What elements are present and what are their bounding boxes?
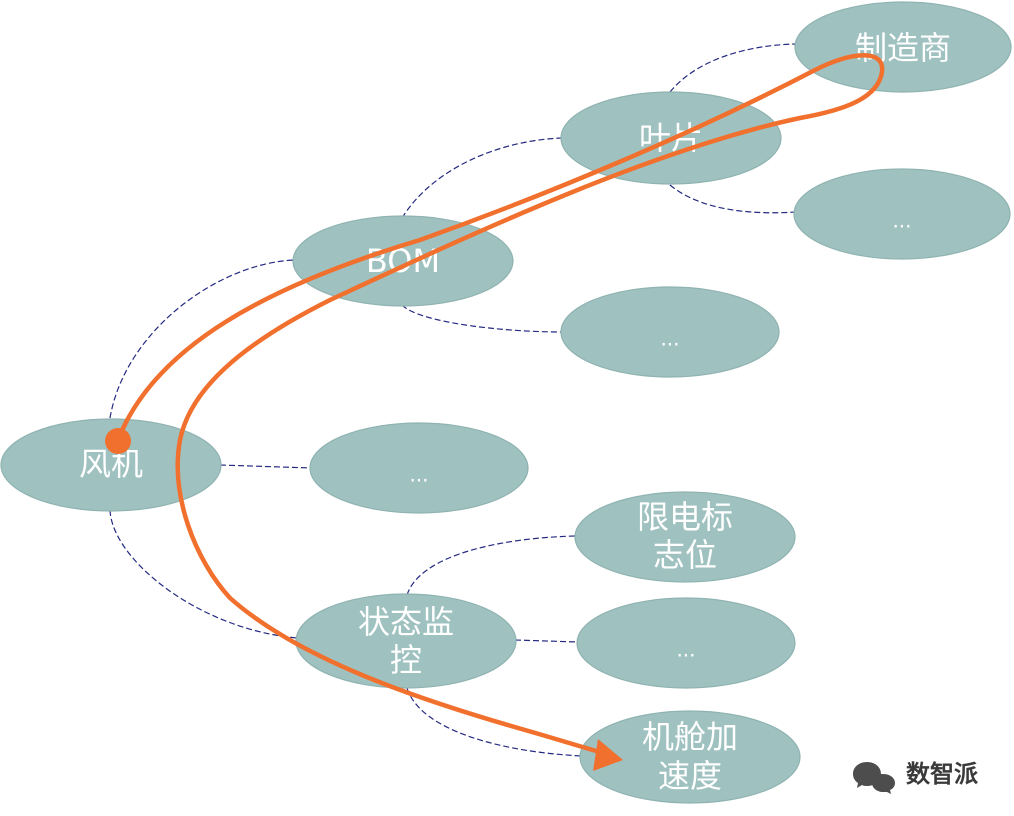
node-status-more-label: ... (676, 638, 695, 662)
wechat-icon (853, 762, 895, 794)
arrow-head (593, 739, 623, 771)
node-blade-more-label: ... (892, 209, 911, 233)
watermark-text: 数智派 (906, 760, 978, 788)
edge-blade-manufacturer (669, 43, 797, 93)
node-manufacturer-label: 制造商 (855, 29, 951, 67)
node-status-monitor[interactable]: 状态监 控 (295, 593, 517, 689)
node-status-monitor-label-1: 状态监 (358, 603, 454, 641)
traversal-path-line (115, 53, 885, 755)
node-bom-more[interactable]: ... (560, 286, 780, 378)
node-nacelle-accel[interactable]: 机舱加 速度 (579, 710, 801, 804)
watermark: 数智派 (853, 760, 978, 794)
node-limit-flag-label-2: 志位 (653, 536, 717, 574)
node-limit-flag-label-1: 限电标 (637, 498, 733, 536)
node-nacelle-accel-label-2: 速度 (658, 757, 722, 795)
edges (109, 43, 797, 757)
node-manufacturer[interactable]: 制造商 (794, 1, 1012, 93)
edge-bom-more (401, 304, 563, 333)
node-fan-more[interactable]: ... (309, 422, 529, 514)
node-bom-label: BOM (366, 242, 440, 280)
node-bom[interactable]: BOM (292, 215, 514, 307)
traversal-path (105, 53, 885, 771)
node-nacelle-accel-label-1: 机舱加 (642, 718, 738, 756)
edge-fan-more (219, 464, 313, 469)
node-status-more[interactable]: ... (576, 597, 796, 689)
edge-blade-more (669, 184, 797, 214)
node-status-monitor-label-2: 控 (390, 641, 422, 679)
edge-status-limit (406, 535, 576, 596)
edge-status-more (514, 639, 579, 643)
edge-status-nacelle (406, 687, 583, 757)
node-limit-flag[interactable]: 限电标 志位 (574, 491, 796, 583)
start-dot (105, 428, 131, 454)
node-bom-more-label: ... (660, 327, 679, 351)
edge-fan-status (109, 509, 299, 639)
node-blade-more[interactable]: ... (793, 168, 1011, 260)
node-fan-more-label: ... (409, 463, 428, 487)
edge-bom-blade (401, 137, 563, 219)
